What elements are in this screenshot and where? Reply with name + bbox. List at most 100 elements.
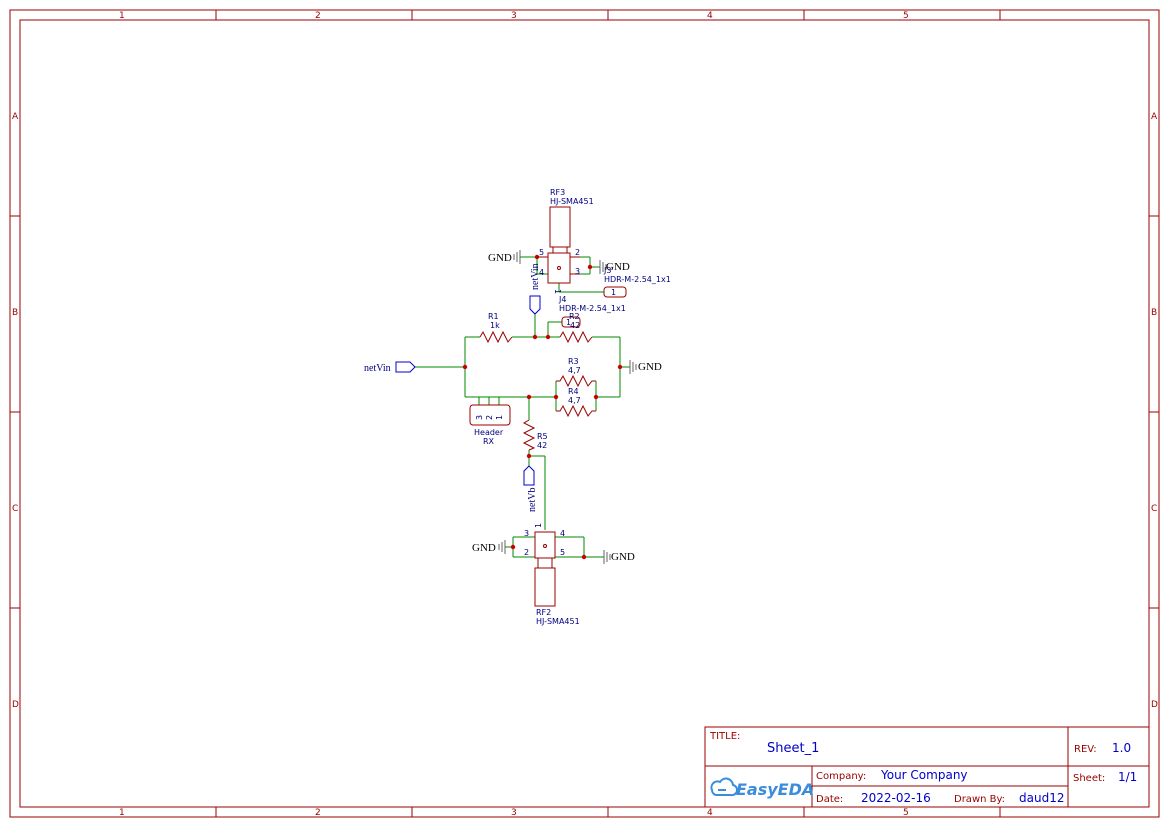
row-label-a-right: A <box>1151 112 1158 122</box>
gnd-label-rf2-right: GND <box>611 551 635 563</box>
rev-label: REV: <box>1074 744 1097 755</box>
header-value: RX <box>483 437 495 446</box>
col-label-1-bottom: 1 <box>119 808 125 818</box>
rf2-pin-1: 1 <box>534 523 543 528</box>
r5-value: 42 <box>537 441 547 450</box>
r1-ref: R1 <box>488 312 499 321</box>
r2-resistor <box>559 330 593 344</box>
rf3-ref: RF3 <box>550 188 565 197</box>
r1-resistor <box>479 330 513 344</box>
outer-frame <box>9 9 1160 818</box>
wires <box>415 256 630 558</box>
rf3-pin-5: 5 <box>539 248 544 257</box>
netvin-vertical-flag <box>529 295 541 315</box>
rf2-connector <box>534 531 556 607</box>
junction-dots <box>462 254 623 560</box>
row-label-a-left: A <box>12 112 19 122</box>
rf2-pin-2: 2 <box>524 548 529 557</box>
gnd-label-rf3-right: GND <box>606 261 630 273</box>
col-label-5-bottom: 5 <box>903 808 909 818</box>
company-value: Your Company <box>880 768 968 782</box>
j4-pin-1: 1 <box>566 318 571 327</box>
j3-pin-1: 1 <box>611 288 616 297</box>
gnd-symbol-rf3-left <box>513 250 521 264</box>
j3-header <box>603 286 627 298</box>
row-label-c-right: C <box>1151 504 1157 514</box>
rf3-connector <box>537 206 580 284</box>
row-label-d-right: D <box>1151 700 1158 710</box>
date-value: 2022-02-16 <box>861 791 931 805</box>
header-ref: Header <box>474 428 504 437</box>
rf2-pin-5: 5 <box>560 548 565 557</box>
r5-ref: R5 <box>537 432 548 441</box>
r1-value: 1k <box>490 321 500 330</box>
r2-ref: R2 <box>569 312 580 321</box>
gnd-label-rf3-left: GND <box>488 252 512 264</box>
row-dividers <box>10 215 1159 609</box>
netvb-vertical-flag <box>523 465 535 486</box>
gnd-symbol-rf3-right <box>599 260 607 274</box>
col-label-2-bottom: 2 <box>315 808 321 818</box>
col-label-3-top: 3 <box>511 11 517 21</box>
title-block <box>704 726 1150 808</box>
r3-resistor <box>556 374 596 388</box>
row-label-b-right: B <box>1151 308 1157 318</box>
drawn-by-label: Drawn By: <box>954 794 1005 805</box>
r4-resistor <box>556 404 596 418</box>
header-pin-1: 1 <box>495 415 504 420</box>
column-dividers <box>215 10 1001 817</box>
netvin-port-flag <box>395 361 416 373</box>
gnd-symbol-mid-right <box>629 360 637 374</box>
rf3-pin-3: 3 <box>575 267 580 276</box>
col-label-4-bottom: 4 <box>707 808 713 818</box>
rf3-value: HJ-SMA451 <box>550 197 594 206</box>
gnd-label-rf2-left: GND <box>472 542 496 554</box>
rf2-pin-3: 3 <box>524 529 529 538</box>
j3-ref: J3 <box>603 266 611 275</box>
r4-ref: R4 <box>568 387 579 396</box>
company-label: Company: <box>816 771 866 782</box>
easyeda-logo-text: EasyEDA <box>736 780 814 799</box>
netvb-vertical-label: netVb <box>527 488 538 512</box>
r5-resistor <box>522 419 536 451</box>
title-label: TITLE: <box>709 731 740 742</box>
sheet-label: Sheet: <box>1073 773 1105 784</box>
row-label-c-left: C <box>12 504 18 514</box>
gnd-symbol-rf2-left <box>498 540 506 554</box>
col-label-5-top: 5 <box>903 11 909 21</box>
header-rx <box>469 404 511 426</box>
netvin-port-label: netVin <box>364 363 391 374</box>
rf3-pin-2: 2 <box>575 248 580 257</box>
rev-value: 1.0 <box>1112 741 1131 755</box>
rf2-value: HJ-SMA451 <box>536 617 580 626</box>
date-label: Date: <box>816 794 843 805</box>
r3-value: 4,7 <box>568 366 581 375</box>
netvin-vertical-label: netVin <box>530 263 541 290</box>
col-label-4-top: 4 <box>707 11 713 21</box>
row-label-b-left: B <box>12 308 18 318</box>
j4-value: HDR-M-2.54_1x1 <box>559 304 626 313</box>
j3-value: HDR-M-2.54_1x1 <box>604 275 671 284</box>
header-pin-3: 3 <box>475 415 484 420</box>
drawn-by-value: daud12 <box>1019 791 1064 805</box>
header-pin-2: 2 <box>485 415 494 420</box>
sheet-value: 1/1 <box>1118 770 1137 784</box>
row-label-d-left: D <box>12 700 19 710</box>
rf3-pin-4: 4 <box>539 268 544 277</box>
sheet-title: Sheet_1 <box>767 741 819 756</box>
rf2-ref: RF2 <box>536 608 551 617</box>
rf3-pin-1: 1 <box>553 289 562 294</box>
r3-ref: R3 <box>568 357 579 366</box>
j4-header <box>561 316 581 328</box>
r4-value: 4,7 <box>568 396 581 405</box>
gnd-symbol-rf2-right <box>603 550 611 564</box>
r2-value: 42 <box>570 321 580 330</box>
col-label-1-top: 1 <box>119 11 125 21</box>
rf2-pin-4: 4 <box>560 529 565 538</box>
col-label-3-bottom: 3 <box>511 808 517 818</box>
inner-frame <box>19 19 1150 808</box>
gnd-label-mid-right: GND <box>638 361 662 373</box>
easyeda-logo-icon <box>710 777 739 797</box>
j4-ref: J4 <box>558 295 566 304</box>
